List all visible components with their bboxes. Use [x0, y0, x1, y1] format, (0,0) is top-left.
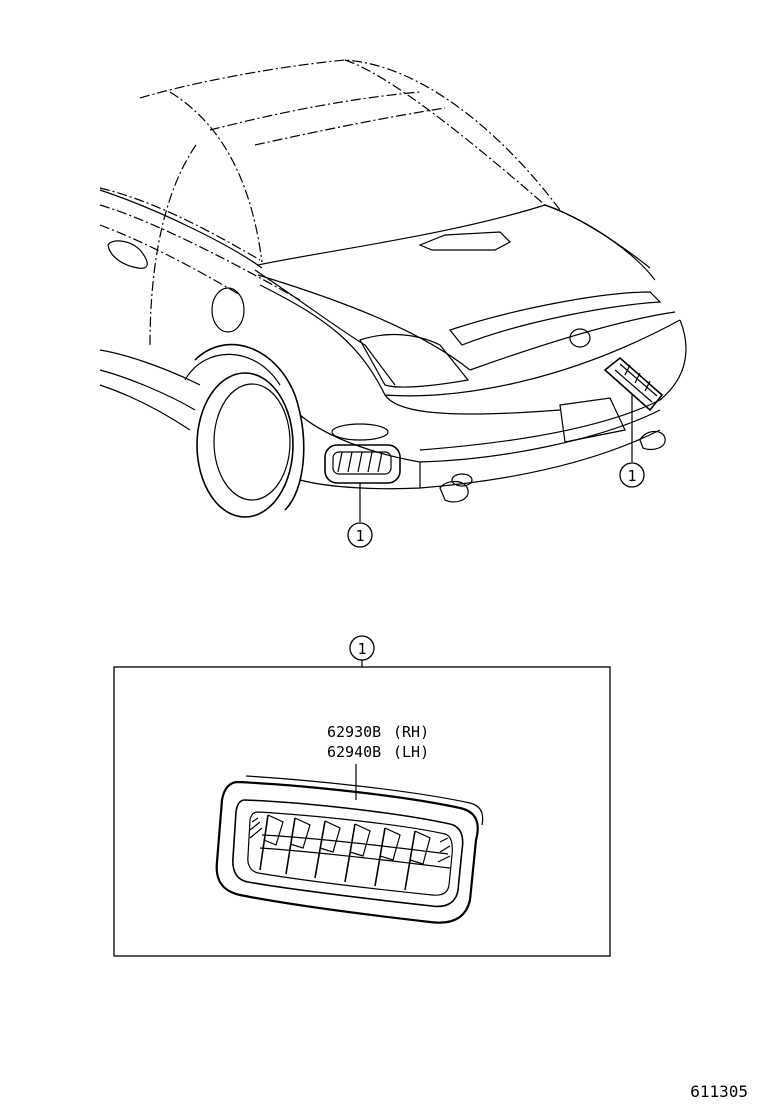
part-side-rh: (RH) [393, 723, 429, 741]
svg-text:1: 1 [355, 527, 364, 545]
svg-text:1: 1 [627, 467, 636, 485]
callout-rear-right: 1 [619, 462, 645, 488]
detail-box [113, 666, 611, 957]
callout-detail-header: 1 [349, 635, 375, 661]
part-number-lh: 62940B [327, 743, 381, 761]
callout-rear-left: 1 [347, 522, 373, 548]
part-side-lh: (LH) [393, 743, 429, 761]
illustration-number: 611305 [690, 1082, 748, 1101]
part-number-rh: 62930B [327, 723, 381, 741]
car-illustration [99, 59, 687, 518]
vent-part-detail [215, 775, 484, 924]
vent-right-location [603, 356, 664, 412]
vent-left-location [324, 444, 401, 484]
svg-text:1: 1 [357, 640, 366, 658]
